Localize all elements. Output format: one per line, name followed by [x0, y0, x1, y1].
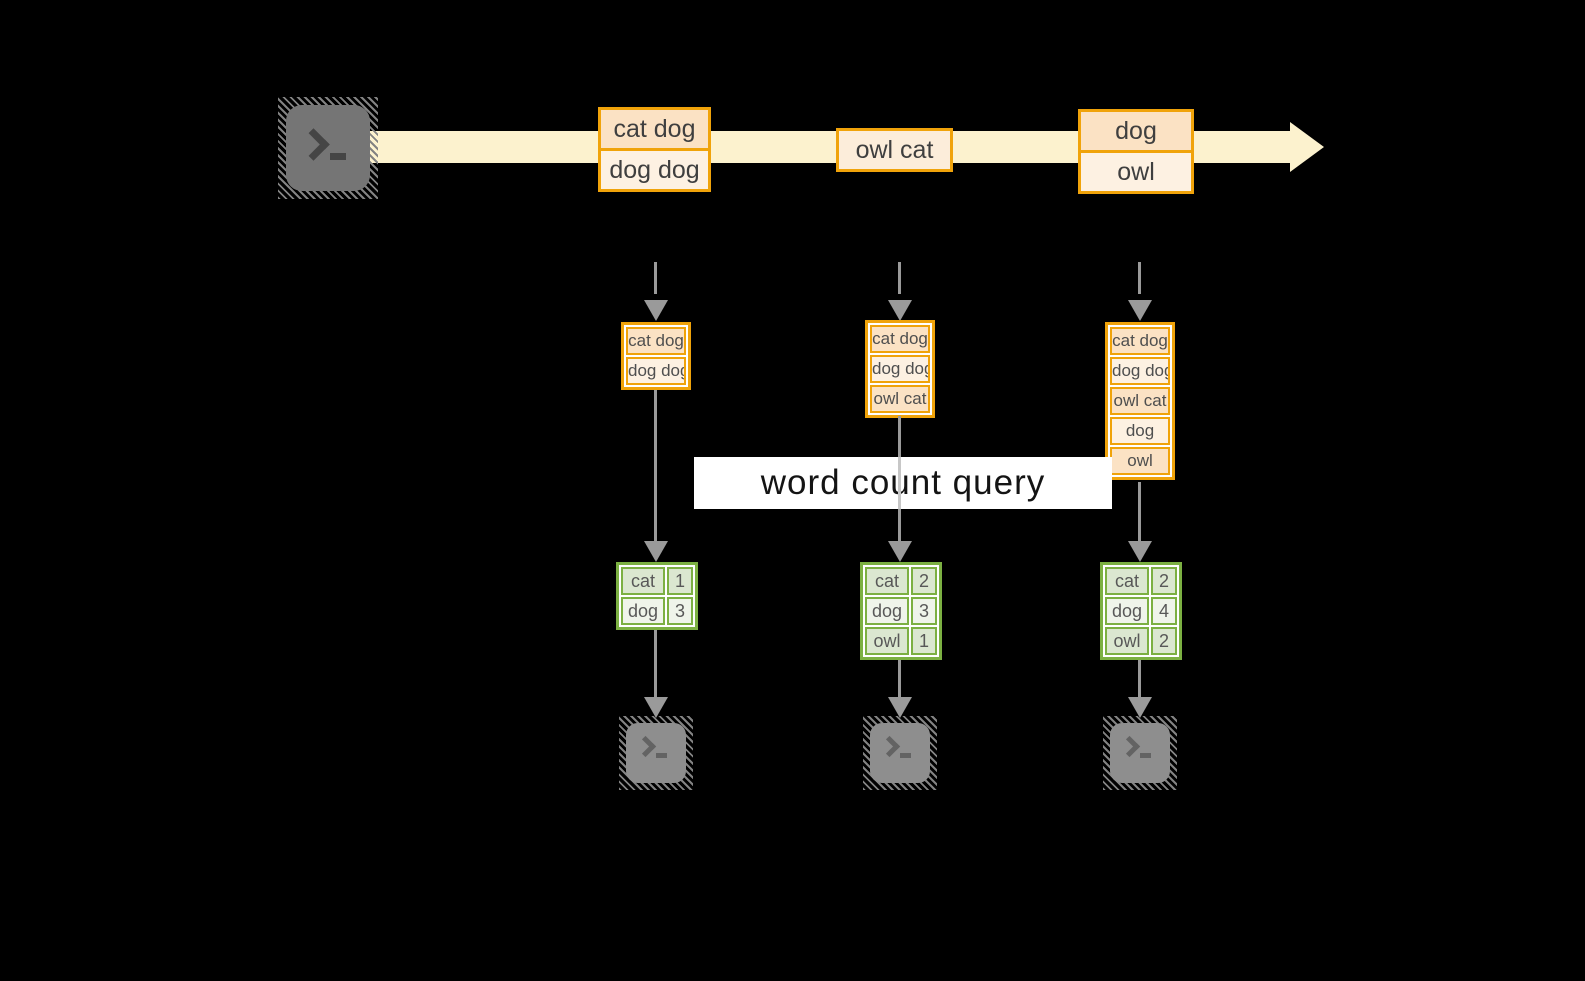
state-item: dog dog	[870, 355, 930, 383]
word-cell: dog	[1105, 597, 1149, 625]
count-cell: 3	[667, 597, 693, 625]
connector-line	[898, 660, 901, 698]
connector-line	[1138, 482, 1141, 542]
state-stack-1: cat dog dog dog	[621, 322, 691, 390]
table-row: cat 2	[865, 567, 937, 595]
terminal-prompt-chevron-icon	[1118, 735, 1141, 758]
stream-message-line: cat dog	[601, 110, 708, 148]
state-item: owl	[1110, 447, 1170, 475]
count-cell: 2	[911, 567, 937, 595]
down-arrowhead-icon	[1128, 541, 1152, 562]
count-cell: 1	[667, 567, 693, 595]
count-cell: 2	[1151, 567, 1177, 595]
down-arrowhead-icon	[644, 541, 668, 562]
source-terminal-icon	[278, 97, 378, 199]
word-cell: dog	[865, 597, 909, 625]
stream-arrowhead-icon	[1290, 122, 1324, 172]
count-cell: 4	[1151, 597, 1177, 625]
terminal-prompt-chevron-icon	[297, 128, 330, 161]
stream-message-3: dog owl	[1078, 109, 1194, 194]
sink-terminal-icon-2	[863, 716, 937, 790]
dashed-arrow-segment	[1138, 262, 1141, 294]
stream-message-line: dog	[1081, 112, 1191, 150]
state-item: cat dog	[626, 327, 686, 355]
dashed-arrow-segment	[898, 262, 901, 294]
down-arrowhead-icon	[888, 697, 912, 718]
down-arrowhead-icon	[888, 300, 912, 321]
down-arrowhead-icon	[888, 541, 912, 562]
table-row: dog 3	[865, 597, 937, 625]
sink-terminal-icon-1	[619, 716, 693, 790]
word-cell: cat	[1105, 567, 1149, 595]
terminal-cursor-icon	[1140, 753, 1151, 758]
count-table-3: cat 2 dog 4 owl 2	[1100, 562, 1182, 660]
terminal-cursor-icon	[330, 153, 346, 160]
count-table-1: cat 1 dog 3	[616, 562, 698, 630]
count-cell: 1	[911, 627, 937, 655]
connector-line	[654, 390, 657, 542]
sink-terminal-icon-3	[1103, 716, 1177, 790]
word-cell: dog	[621, 597, 665, 625]
state-item: cat dog	[1110, 327, 1170, 355]
table-row: dog 4	[1105, 597, 1177, 625]
word-cell: cat	[865, 567, 909, 595]
dashed-arrow-segment	[654, 262, 657, 294]
state-item: dog dog	[626, 357, 686, 385]
down-arrowhead-icon	[644, 300, 668, 321]
word-cell: owl	[1105, 627, 1149, 655]
count-cell: 3	[911, 597, 937, 625]
connector-line-over-label	[898, 457, 901, 509]
terminal-cursor-icon	[900, 753, 911, 758]
down-arrowhead-icon	[1128, 300, 1152, 321]
down-arrowhead-icon	[1128, 697, 1152, 718]
state-stack-3: cat dog dog dog owl cat dog owl	[1105, 322, 1175, 480]
terminal-icon-body	[626, 723, 686, 783]
table-row: owl 2	[1105, 627, 1177, 655]
word-cell: cat	[621, 567, 665, 595]
stream-message-line: owl	[1081, 150, 1191, 191]
state-item: cat dog	[870, 325, 930, 353]
terminal-cursor-icon	[656, 753, 667, 758]
table-row: cat 1	[621, 567, 693, 595]
table-row: dog 3	[621, 597, 693, 625]
stream-message-2: owl cat	[836, 128, 953, 172]
connector-line	[1138, 660, 1141, 698]
query-label: word count query	[694, 457, 1112, 509]
stream-message-line: owl cat	[839, 131, 950, 169]
state-item: owl cat	[1110, 387, 1170, 415]
state-item: owl cat	[870, 385, 930, 413]
terminal-icon-body	[870, 723, 930, 783]
terminal-icon-body	[286, 105, 370, 191]
terminal-icon-body	[1110, 723, 1170, 783]
down-arrowhead-icon	[644, 697, 668, 718]
table-row: owl 1	[865, 627, 937, 655]
terminal-prompt-chevron-icon	[878, 735, 901, 758]
count-cell: 2	[1151, 627, 1177, 655]
state-item: dog	[1110, 417, 1170, 445]
state-item: dog dog	[1110, 357, 1170, 385]
terminal-prompt-chevron-icon	[634, 735, 657, 758]
table-row: cat 2	[1105, 567, 1177, 595]
word-cell: owl	[865, 627, 909, 655]
state-stack-2: cat dog dog dog owl cat	[865, 320, 935, 418]
count-table-2: cat 2 dog 3 owl 1	[860, 562, 942, 660]
stream-message-line: dog dog	[601, 148, 708, 189]
stream-message-1: cat dog dog dog	[598, 107, 711, 192]
connector-line	[654, 630, 657, 698]
